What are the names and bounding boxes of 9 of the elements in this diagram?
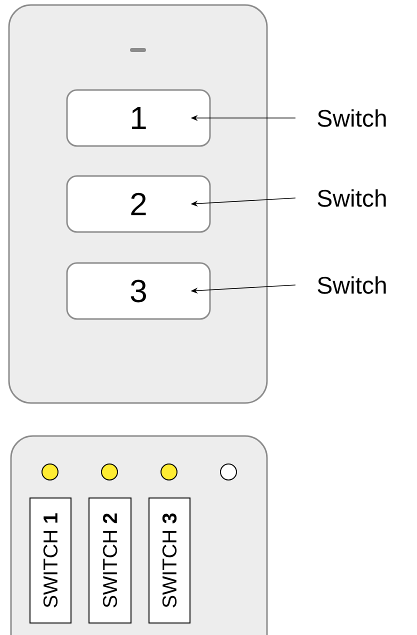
switch-label: SWITCH 2 [88, 498, 132, 624]
push-button: 2 [66, 175, 211, 233]
callout-text: Switch [318, 109, 386, 127]
push-button: 1 [66, 89, 211, 147]
push-button: 3 [66, 262, 211, 320]
switch-label: SWITCH 3 [148, 498, 190, 624]
callout-text: Switch [318, 189, 386, 207]
switch-label: SWITCH 1 [30, 498, 72, 624]
callout-text: Switch [318, 276, 386, 294]
